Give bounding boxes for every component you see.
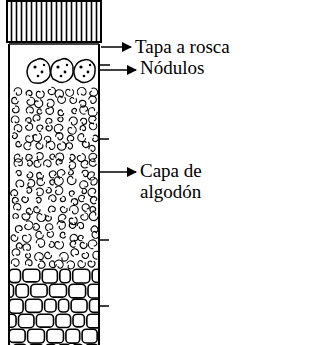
- screw-cap: [7, 1, 101, 42]
- desiccant-layer: [10, 269, 98, 345]
- part-label: Nódulos: [140, 57, 320, 78]
- cotton-texture: [10, 86, 98, 271]
- part-label: Tapa a rosca: [135, 36, 325, 57]
- leader-lines: [99, 47, 136, 306]
- part-label: Capa de algodón: [140, 160, 224, 202]
- nodules: [27, 59, 95, 83]
- tube-wall: [9, 44, 99, 345]
- tube-rim: [9, 43, 99, 45]
